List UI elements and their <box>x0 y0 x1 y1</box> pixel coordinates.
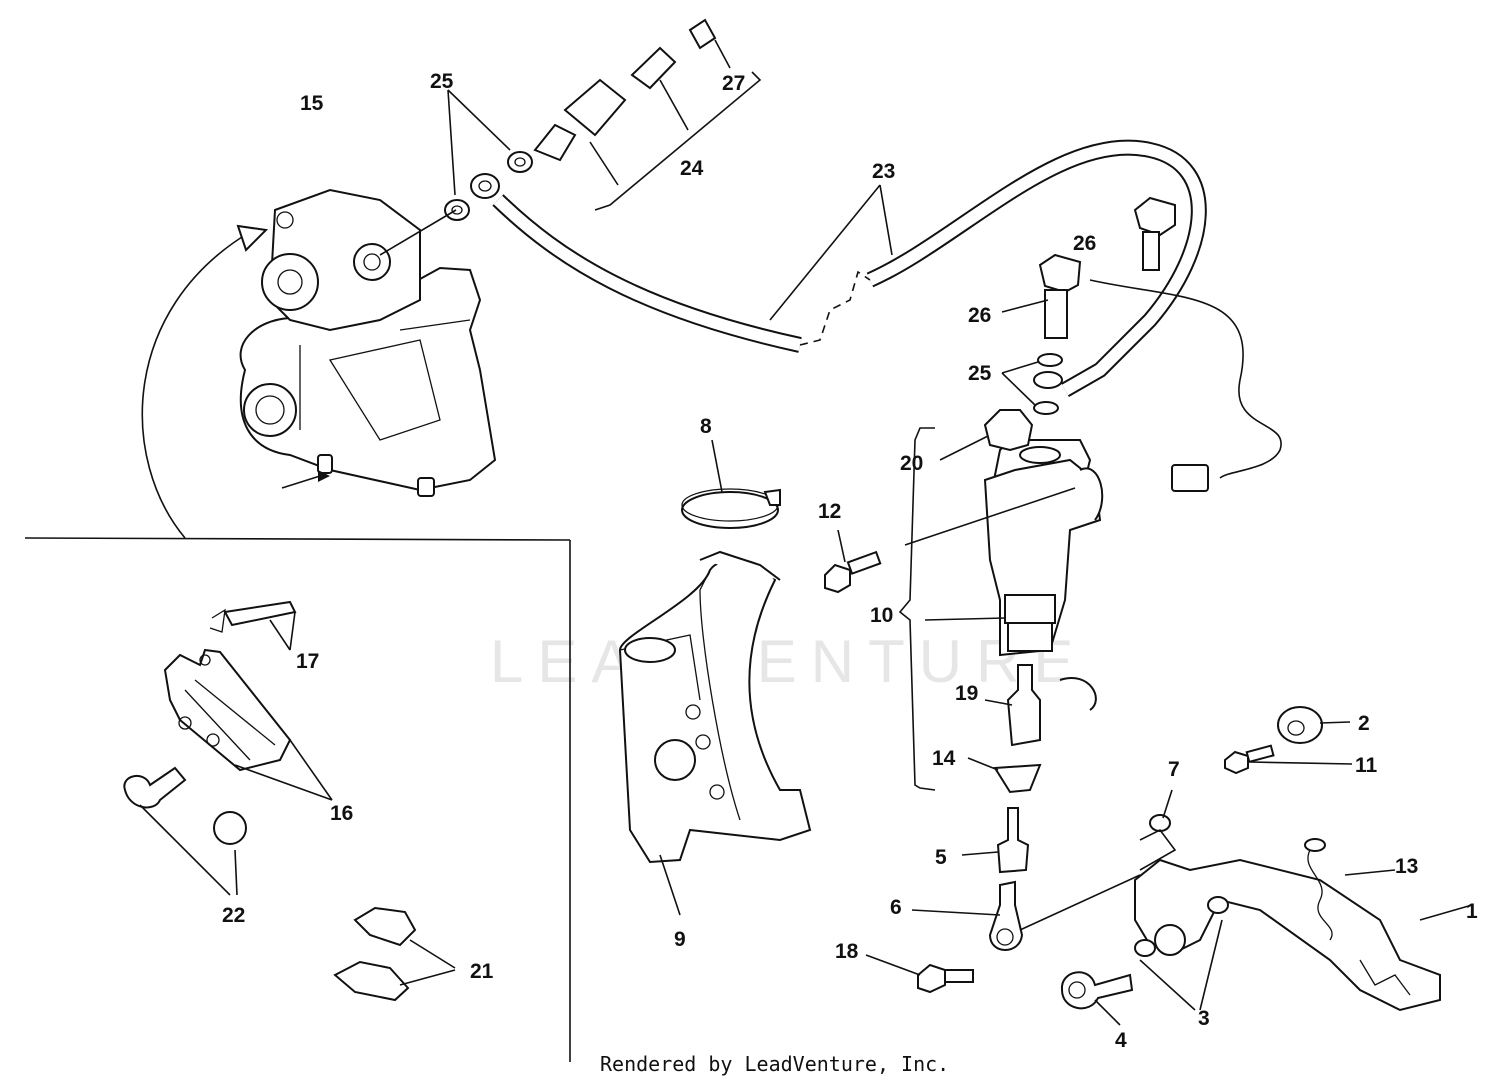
callout-3: 3 <box>1198 1007 1210 1030</box>
callout-4: 4 <box>1115 1029 1127 1052</box>
callout-19: 19 <box>955 682 978 705</box>
callout-1: 1 <box>1466 900 1478 923</box>
callout-9: 9 <box>674 928 686 951</box>
callout-18: 18 <box>835 940 859 963</box>
callout-7: 7 <box>1168 758 1180 781</box>
callout-16: 16 <box>330 802 353 825</box>
callout-8: 8 <box>700 415 712 438</box>
callout-26-right: 26 <box>968 304 991 327</box>
callout-24: 24 <box>680 157 704 180</box>
callout-11: 11 <box>1355 754 1378 777</box>
brake-hose <box>492 139 1207 397</box>
brake-pads-inset <box>123 600 456 1002</box>
callout-13: 13 <box>1395 855 1418 878</box>
callout-6: 6 <box>890 896 902 919</box>
callout-2: 2 <box>1358 712 1370 735</box>
brake-caliper <box>239 188 497 497</box>
bumper-and-screw <box>1224 706 1353 775</box>
switch-wire <box>1089 279 1282 492</box>
watermark: LEADVENTURE <box>490 628 1087 695</box>
callout-12: 12 <box>818 500 841 523</box>
right-fittings <box>1001 196 1176 415</box>
bolt-12 <box>824 529 882 594</box>
brake-pedal <box>1060 789 1473 1026</box>
master-cylinder <box>898 409 1104 791</box>
upper-fittings <box>379 18 762 256</box>
callout-14: 14 <box>932 747 956 770</box>
callout-10: 10 <box>870 604 893 627</box>
callout-21: 21 <box>470 960 494 983</box>
pushrod-assembly <box>865 664 1141 994</box>
callout-26-top: 26 <box>1073 232 1096 255</box>
bracket-and-clamp <box>618 439 812 916</box>
callout-5: 5 <box>935 846 947 869</box>
callout-17: 17 <box>296 650 319 673</box>
footer-credit: Rendered by LeadVenture, Inc. <box>600 1052 950 1076</box>
callout-labels: 1 2 3 4 5 6 7 8 9 10 11 12 13 14 15 16 1… <box>222 70 1478 1052</box>
callout-25-right: 25 <box>968 362 992 385</box>
callout-22: 22 <box>222 904 245 927</box>
callout-25-top: 25 <box>430 70 454 93</box>
callout-15: 15 <box>300 92 324 115</box>
callout-23: 23 <box>872 160 895 183</box>
callout-27: 27 <box>722 72 745 95</box>
inset-frame <box>24 224 571 1062</box>
callout-20: 20 <box>900 452 923 475</box>
